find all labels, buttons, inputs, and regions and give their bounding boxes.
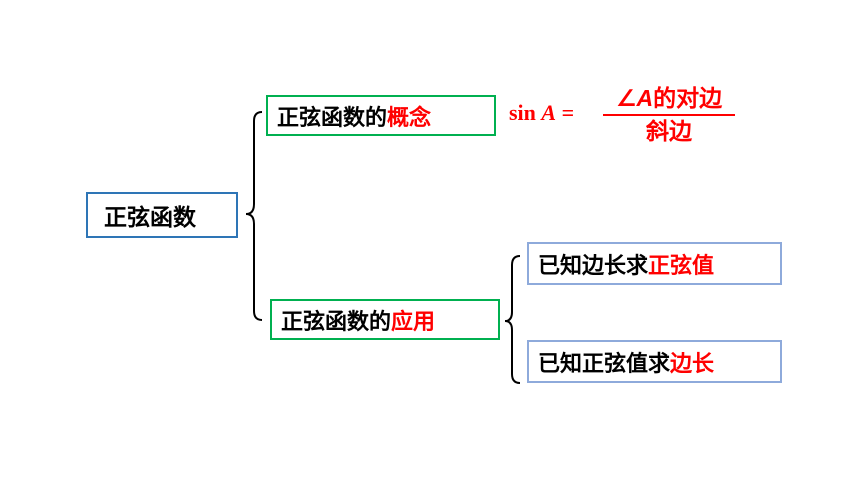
application-label: 正弦函数的 [281, 309, 392, 335]
concept-label: 正弦函数的 [277, 105, 388, 131]
application-node: 正弦函数的应用 [270, 299, 500, 340]
formula-equals: = [561, 100, 575, 125]
application-brace [504, 255, 521, 384]
sine-formula-lhs: sin A = [509, 100, 574, 126]
concept-highlight: 概念 [387, 105, 432, 131]
application-highlight: 应用 [391, 309, 436, 335]
app-item-2-label: 已知正弦值求 [538, 351, 671, 377]
fraction-bar [603, 114, 735, 116]
sin-var: A [541, 100, 557, 125]
concept-node: 正弦函数的概念 [266, 95, 496, 136]
root-node: 正弦函数 [86, 192, 238, 238]
sin-fn: sin [509, 100, 536, 125]
sine-fraction: ∠A的对边 斜边 [603, 84, 735, 146]
fraction-numerator: ∠A的对边 [615, 85, 723, 112]
app-item-sine-value: 已知边长求正弦值 [527, 242, 782, 285]
root-label: 正弦函数 [104, 205, 196, 231]
app-item-1-label: 已知边长求 [538, 253, 649, 279]
app-item-2-highlight: 边长 [670, 351, 715, 377]
fraction-denominator: 斜边 [646, 119, 692, 145]
main-brace [245, 111, 263, 321]
app-item-side-length: 已知正弦值求边长 [527, 340, 782, 383]
app-item-1-highlight: 正弦值 [648, 253, 715, 279]
